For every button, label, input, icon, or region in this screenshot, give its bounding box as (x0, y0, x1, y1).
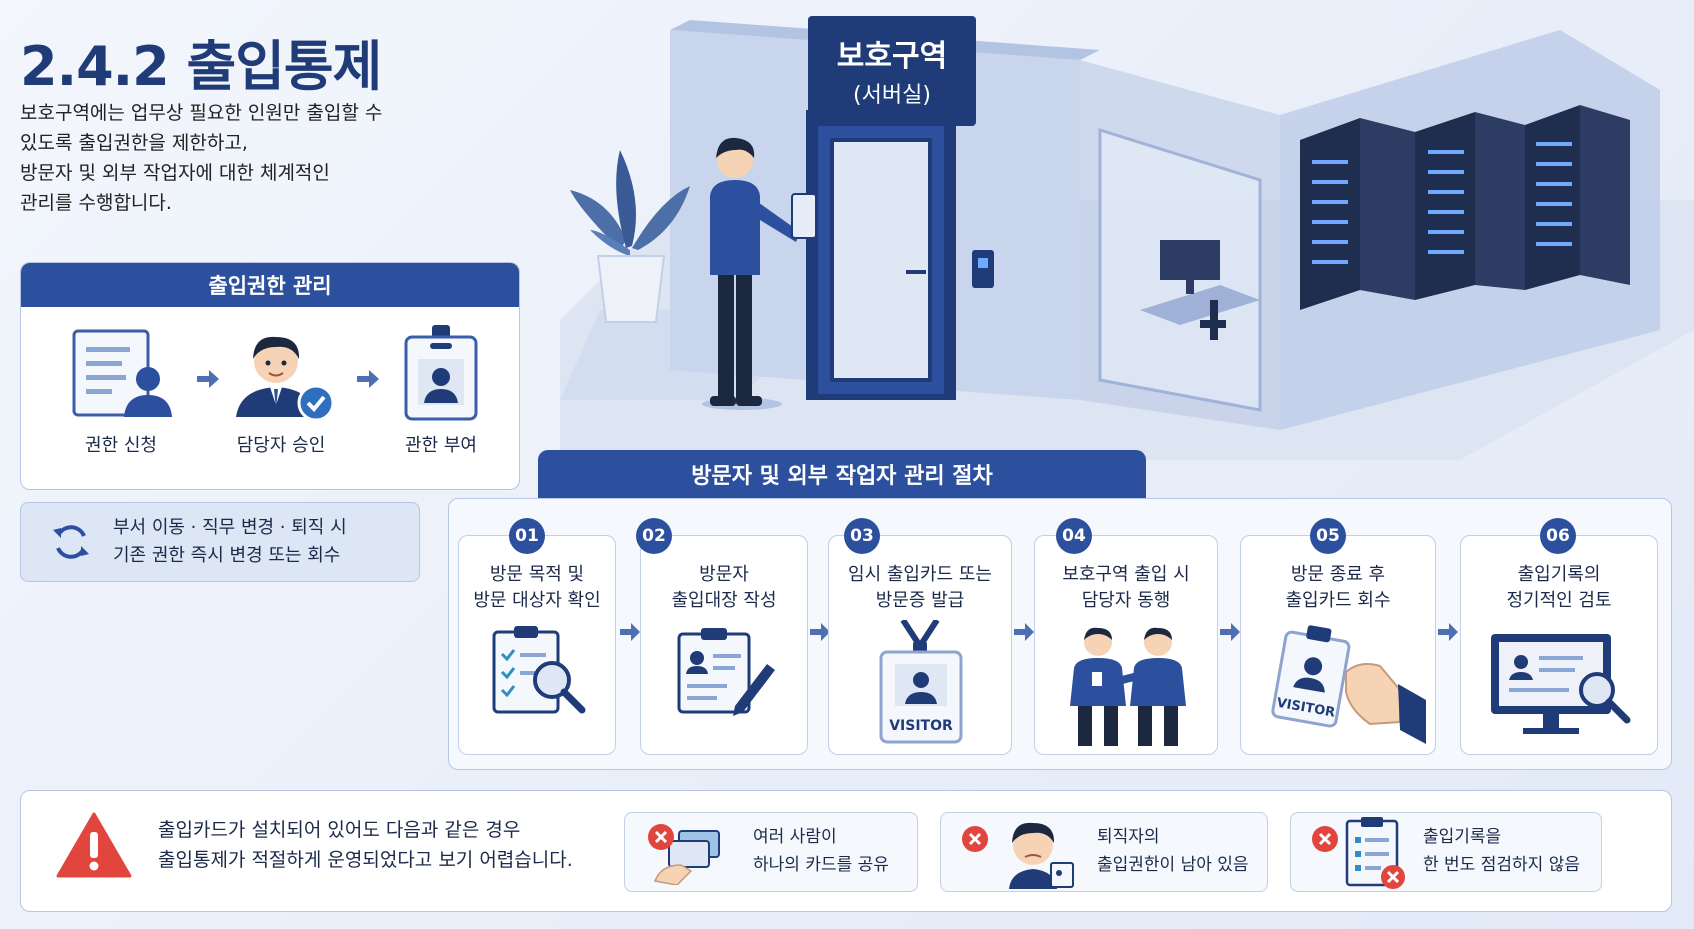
permission-step-label: 담당자 승인 (236, 435, 326, 456)
plant-icon (570, 150, 690, 323)
retired-employee-icon (962, 822, 1074, 889)
intro-line: 관리를 수행합니다. (20, 192, 172, 214)
application-form-icon (72, 329, 172, 417)
procedure-header: 방문자 및 외부 작업자 관리 절차 (538, 450, 1146, 498)
step-text-line: 임시 출입카드 또는 (848, 564, 992, 585)
arrow-right-icon (197, 370, 219, 388)
step-number-badge: 01 (509, 518, 545, 554)
server-rack-icon (1300, 105, 1630, 310)
permission-step-label: 권한 신청 (85, 435, 157, 456)
intro-line: 보호구역에는 업무상 필요한 인원만 출입할 수 (20, 102, 383, 124)
refresh-icon (53, 525, 89, 559)
case-text-line: 여러 사람이 (753, 827, 837, 847)
step-number-badge: 02 (636, 518, 672, 554)
arrow-right-icon (810, 623, 830, 641)
id-badge-icon (404, 325, 478, 421)
notice-line: 기존 권한 즉시 변경 또는 회수 (113, 545, 341, 566)
permission-panel: 출입권한 관리 권한 신청 (20, 262, 520, 490)
escort-people-icon (1070, 627, 1186, 746)
register-form-pen-icon (677, 628, 775, 716)
permission-step-grant: 관한 부여 (371, 325, 511, 457)
role-change-notice: 부서 이동 · 직무 변경 · 퇴직 시 기존 권한 즉시 변경 또는 회수 (20, 502, 420, 582)
step-text-line: 출입카드 회수 (1285, 590, 1391, 611)
card-reader-icon (972, 250, 994, 288)
procedure-step-card: 출입기록의 정기적인 검토 (1460, 535, 1658, 755)
sign-main-text: 보호구역 (837, 39, 947, 74)
visitor-badge-icon: VISITOR (879, 620, 963, 744)
employee-figure (702, 137, 817, 410)
violation-case-card: 퇴직자의 출입권한이 남아 있음 (940, 812, 1268, 892)
permission-header: 출입권한 관리 (21, 263, 519, 307)
arrow-right-icon (1438, 623, 1458, 641)
page-title: 2.4.2 출입통제 (20, 35, 382, 98)
arrow-right-icon (1014, 623, 1034, 641)
approver-icon (236, 336, 335, 421)
monitor-review-icon (1491, 634, 1631, 734)
step-text-line: 방문증 발급 (875, 590, 965, 611)
step-text-line: 정기적인 검토 (1506, 590, 1612, 611)
intro-text: 보호구역에는 업무상 필요한 인원만 출입할 수 있도록 출입권한을 제한하고,… (20, 98, 440, 218)
violation-case-card: 여러 사람이 하나의 카드를 공유 (624, 812, 918, 892)
permission-step-approval: 담당자 승인 (211, 325, 351, 457)
step-text-line: 방문자 (699, 564, 749, 585)
notice-line: 부서 이동 · 직무 변경 · 퇴직 시 (113, 517, 347, 538)
step-text-line: 방문 목적 및 (489, 564, 585, 585)
procedure-step-card: 방문 종료 후 출입카드 회수 VISITOR (1240, 535, 1436, 755)
case-text-line: 출입권한이 남아 있음 (1097, 855, 1249, 875)
violation-case-card: 출입기록을 한 번도 점검하지 않음 (1290, 812, 1602, 892)
step-number-badge: 05 (1310, 518, 1346, 554)
warning-text: 출입카드가 설치되어 있어도 다음과 같은 경우 출입통제가 적절하게 운영되었… (158, 815, 573, 875)
shared-card-icon (648, 824, 720, 885)
warning-line: 출입통제가 적절하게 운영되었다고 보기 어렵습니다. (158, 849, 573, 871)
sign-sub-text: (서버실) (853, 83, 931, 108)
procedure-step-card: 방문자 출입대장 작성 (640, 535, 808, 755)
step-text-line: 출입대장 작성 (671, 590, 777, 611)
intro-line: 방문자 및 외부 작업자에 대한 체계적인 (20, 162, 330, 184)
intro-line: 있도록 출입권한을 제한하고, (20, 132, 248, 154)
visitor-badge-text: VISITOR (889, 718, 953, 734)
step-text-line: 방문 대상자 확인 (473, 590, 601, 611)
warning-icon (56, 812, 132, 878)
procedure-step-card: 보호구역 출입 시 담당자 동행 (1034, 535, 1218, 755)
card-return-icon: VISITOR (1271, 625, 1426, 744)
warning-line: 출입카드가 설치되어 있어도 다음과 같은 경우 (158, 819, 521, 841)
sign-board (808, 16, 976, 126)
step-text-line: 출입기록의 (1517, 564, 1601, 585)
step-number-badge: 03 (844, 518, 880, 554)
server-room-illustration: 보호구역 (서버실) (560, 16, 1694, 460)
step-text-line: 방문 종료 후 (1290, 564, 1386, 585)
case-text-line: 한 번도 점검하지 않음 (1423, 855, 1580, 875)
arrow-right-icon (357, 370, 379, 388)
permission-step-request: 권한 신청 (51, 325, 191, 457)
step-text-line: 담당자 동행 (1081, 590, 1171, 611)
procedure-step-card: 임시 출입카드 또는 방문증 발급 VISITOR (828, 535, 1012, 755)
arrow-right-icon (620, 623, 640, 641)
step-number-badge: 04 (1056, 518, 1092, 554)
case-text-line: 퇴직자의 (1097, 827, 1160, 847)
procedure-step-card: 방문 목적 및 방문 대상자 확인 (458, 535, 616, 755)
step-text-line: 보호구역 출입 시 (1062, 564, 1190, 585)
case-text-line: 하나의 카드를 공유 (753, 855, 889, 875)
step-number-badge: 06 (1540, 518, 1576, 554)
arrow-right-icon (1220, 623, 1240, 641)
case-text-line: 출입기록을 (1423, 827, 1502, 847)
unchecked-log-icon (1312, 817, 1405, 889)
permission-step-label: 관한 부여 (405, 435, 477, 456)
checklist-magnifier-icon (492, 626, 586, 714)
